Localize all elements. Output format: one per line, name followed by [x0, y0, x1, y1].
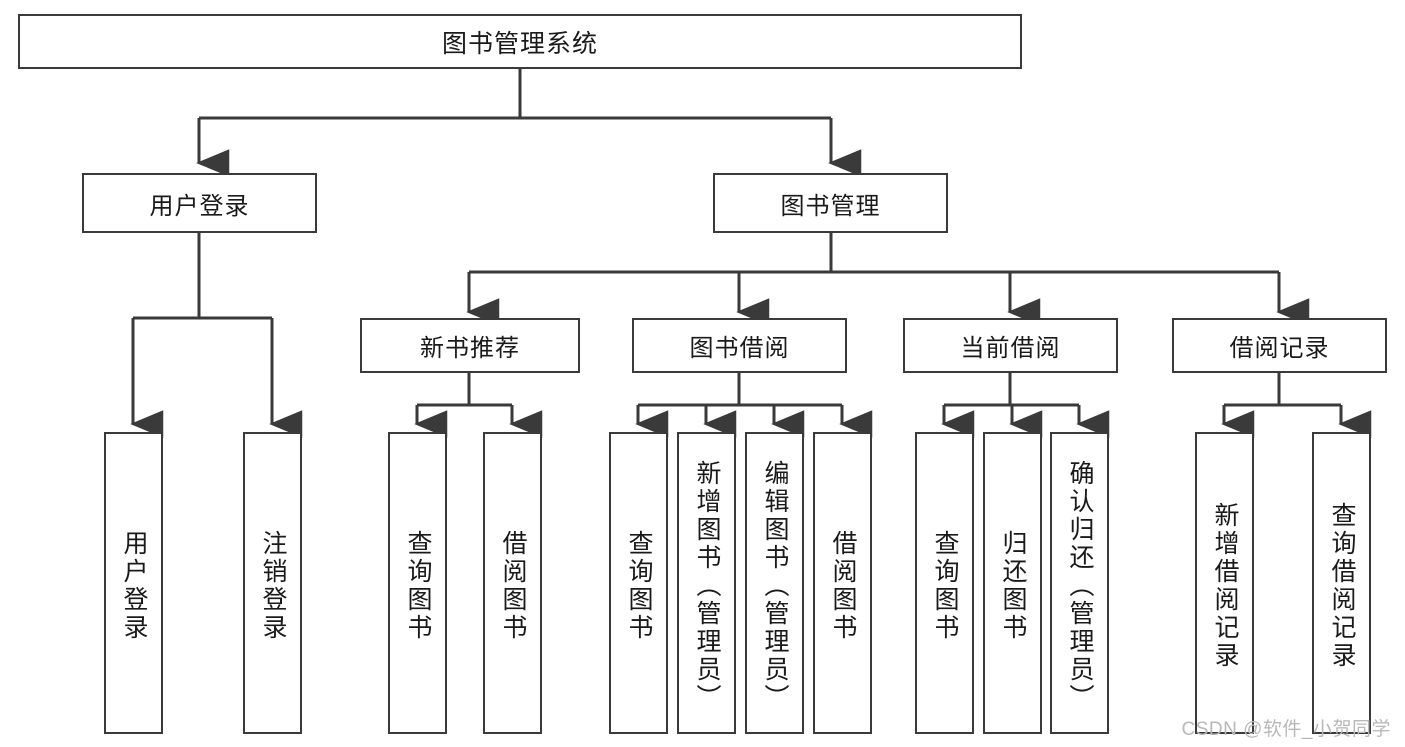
node-label: 用户登录	[149, 192, 250, 220]
node-book-management[interactable]: 图书管理	[713, 173, 948, 233]
node-leaf-user-login[interactable]: 用户登录	[104, 432, 163, 734]
node-leaf-logout[interactable]: 注销登录	[243, 432, 302, 734]
node-label: 归还图书	[999, 530, 1027, 642]
node-user-login[interactable]: 用户登录	[82, 173, 317, 233]
node-label: 借阅图书	[499, 530, 527, 642]
node-label: 新书推荐	[420, 335, 520, 362]
node-label: 注销登录	[259, 530, 287, 642]
node-label: 查询图书	[404, 530, 432, 642]
node-leaf-query-book-2[interactable]: 查询图书	[609, 432, 668, 734]
node-borrow-record[interactable]: 借阅记录	[1172, 318, 1387, 373]
node-label: 图书管理	[780, 192, 881, 220]
node-label: 借阅图书	[829, 530, 857, 642]
node-label: 查询图书	[931, 530, 959, 642]
node-label: 确认归还（管理员）	[1066, 460, 1094, 712]
node-leaf-add-book[interactable]: 新增图书（管理员）	[677, 432, 736, 734]
node-label: 新增借阅记录	[1211, 502, 1239, 670]
node-leaf-query-book-3[interactable]: 查询图书	[915, 432, 974, 734]
node-new-book-recommend[interactable]: 新书推荐	[360, 318, 580, 373]
node-leaf-query-record[interactable]: 查询借阅记录	[1312, 432, 1371, 734]
node-label: 图书借阅	[689, 335, 790, 362]
node-leaf-borrow-book-2[interactable]: 借阅图书	[813, 432, 872, 734]
node-label: 用户登录	[120, 530, 148, 642]
node-leaf-return-book[interactable]: 归还图书	[983, 432, 1042, 734]
node-leaf-borrow-book-1[interactable]: 借阅图书	[483, 432, 542, 734]
node-leaf-add-record[interactable]: 新增借阅记录	[1195, 432, 1254, 734]
node-title-box[interactable]: 图书管理系统	[18, 14, 1022, 69]
node-label: 编辑图书（管理员）	[761, 460, 789, 712]
node-label: 查询图书	[625, 530, 653, 642]
node-current-borrow[interactable]: 当前借阅	[903, 318, 1118, 373]
node-book-borrow[interactable]: 图书借阅	[632, 318, 847, 373]
node-leaf-confirm-return[interactable]: 确认归还（管理员）	[1050, 432, 1109, 734]
node-label: 查询借阅记录	[1328, 502, 1356, 670]
node-leaf-edit-book[interactable]: 编辑图书（管理员）	[745, 432, 804, 734]
node-label: 当前借阅	[960, 335, 1061, 362]
node-label: 借阅记录	[1229, 335, 1330, 362]
node-label: 图书管理系统	[441, 29, 598, 58]
node-leaf-query-book-1[interactable]: 查询图书	[388, 432, 447, 734]
node-label: 新增图书（管理员）	[693, 460, 721, 712]
